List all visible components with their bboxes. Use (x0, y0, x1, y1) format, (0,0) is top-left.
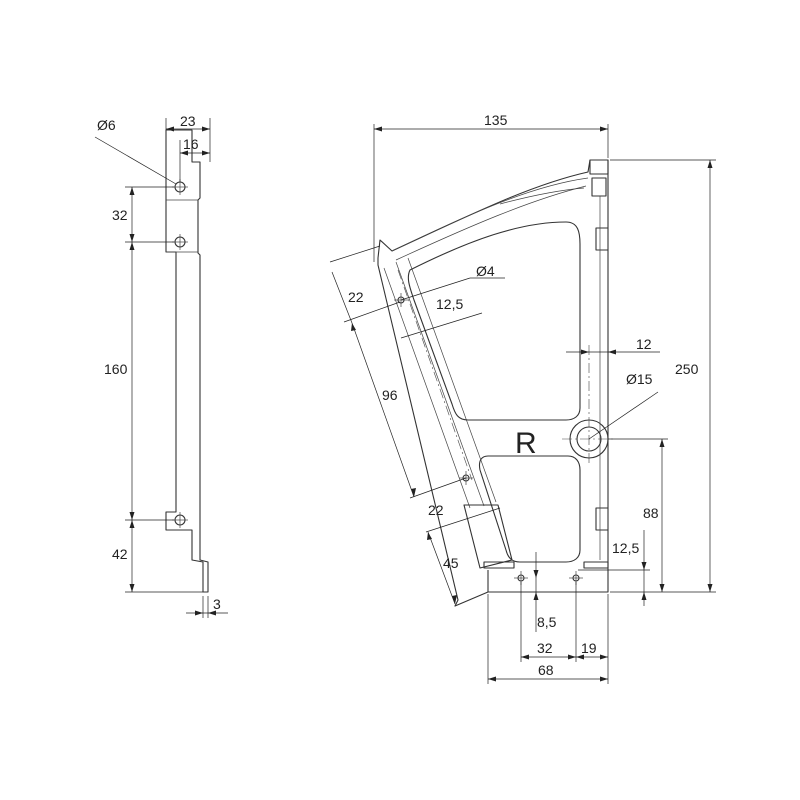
front-view: R 135 250 Ø4 12,5 22 96 2 (329, 112, 716, 684)
side-hole-middle (172, 234, 188, 250)
front-dim-45: 45 (443, 555, 459, 571)
front-dim-32: 32 (537, 640, 553, 656)
front-dim-19: 19 (581, 640, 597, 656)
front-dim-12: 12 (636, 336, 652, 352)
side-view: Ø6 23 16 32 160 42 3 (94, 113, 228, 618)
front-dim-12-5-top: 12,5 (436, 296, 463, 312)
front-dim-12-5-bottom: 12,5 (612, 540, 639, 556)
upper-cutout (407, 221, 581, 421)
side-dim-32: 32 (112, 207, 128, 223)
side-dim-width-16: 16 (183, 136, 199, 152)
side-dim-width-23: 23 (180, 113, 196, 129)
orientation-mark: R (515, 427, 537, 460)
front-dim-8-5: 8,5 (537, 614, 557, 630)
side-dim-160: 160 (104, 361, 128, 377)
side-hole-bottom (172, 512, 188, 528)
front-dim-250: 250 (675, 361, 699, 377)
front-dim-88: 88 (643, 505, 659, 521)
front-dim-68: 68 (538, 662, 554, 678)
side-dim-hole-diameter: Ø6 (97, 117, 116, 133)
front-dim-22-bottom: 22 (428, 502, 444, 518)
front-dim-22-top: 22 (348, 289, 364, 305)
front-dim-hole-small: Ø4 (476, 263, 495, 279)
side-dim-42: 42 (112, 546, 128, 562)
lower-cutout (478, 455, 581, 563)
front-dim-135: 135 (484, 112, 508, 128)
front-dim-hole-large: Ø15 (626, 371, 653, 387)
side-dim-3: 3 (213, 596, 221, 612)
side-view-outline (165, 129, 209, 593)
front-dim-96: 96 (382, 387, 398, 403)
front-view-outline (377, 159, 609, 607)
